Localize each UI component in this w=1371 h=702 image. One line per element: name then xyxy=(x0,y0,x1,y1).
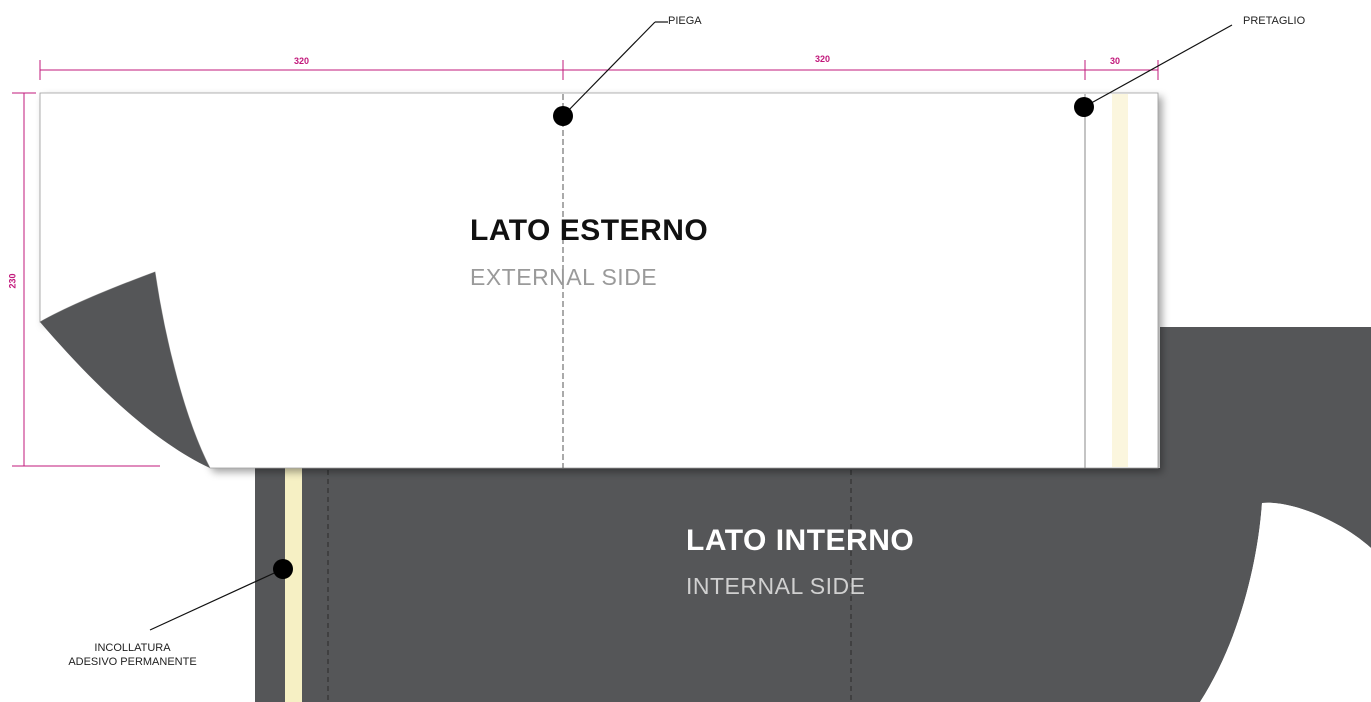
precut-callout-leader xyxy=(1083,24,1233,108)
internal-side-title: LATO INTERNO xyxy=(686,524,915,557)
external-sheet-peeled-corner xyxy=(40,272,210,468)
glue-callout-leader xyxy=(149,568,284,631)
fold-marker-dot xyxy=(553,106,573,126)
dimension-label-panel-left: 320 xyxy=(294,56,310,66)
fold-label: PIEGA xyxy=(668,15,702,27)
flap-strip xyxy=(1112,94,1128,467)
glue-label-line1: INCOLLATURA xyxy=(94,642,171,654)
dimension-label-panel-right: 320 xyxy=(815,54,831,64)
internal-sheet-peeled-corner xyxy=(1200,502,1371,702)
dimension-label-height: 230 xyxy=(7,273,18,289)
external-side-subtitle: EXTERNAL SIDE xyxy=(470,264,658,290)
external-side-title: LATO ESTERNO xyxy=(470,214,709,247)
precut-label: PRETAGLIO xyxy=(1243,15,1306,27)
internal-side-subtitle: INTERNAL SIDE xyxy=(686,573,866,599)
glue-marker-dot xyxy=(273,559,293,579)
glue-label: INCOLLATURA ADESIVO PERMANENTE xyxy=(30,641,235,669)
glue-label-line2: ADESIVO PERMANENTE xyxy=(68,656,197,668)
precut-marker-dot xyxy=(1074,97,1094,117)
internal-sheet-body xyxy=(255,327,1371,702)
dimension-label-flap: 30 xyxy=(1110,56,1121,66)
fold-callout-leader xyxy=(562,21,656,117)
glue-strip xyxy=(285,468,302,702)
